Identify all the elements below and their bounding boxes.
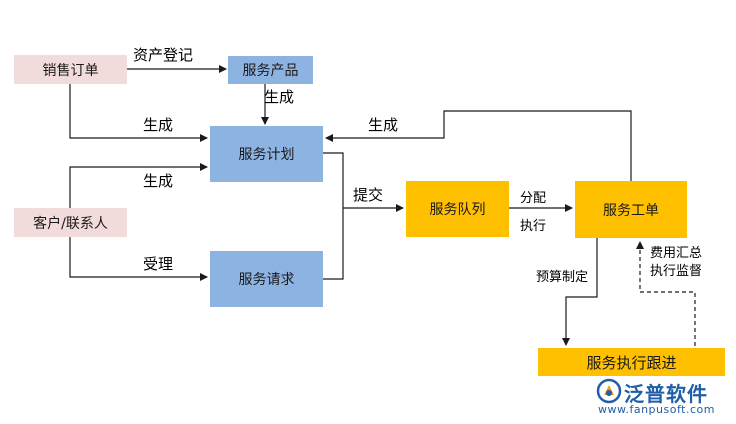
node-customer-contact: 客户/联系人 [14, 208, 127, 237]
label-cost-summary: 费用汇总 [650, 246, 703, 261]
edge-customer-to-plan [69, 163, 208, 208]
label-generate-customer: 生成 [143, 172, 174, 190]
brand-url: www.fanpusoft.com [598, 403, 715, 416]
label-budget: 预算制定 [536, 270, 589, 285]
node-work-order: 服务工单 [575, 181, 687, 238]
label-accept: 受理 [143, 255, 174, 273]
edge-followup-to-workorder [636, 241, 696, 346]
brand-watermark: 泛普软件 www.fanpusoft.com [596, 376, 726, 420]
node-service-product: 服务产品 [228, 56, 313, 84]
edge-request-merge [323, 208, 344, 280]
node-sales-order: 销售订单 [14, 55, 127, 84]
label-asset-register: 资产登记 [133, 46, 194, 64]
label-submit: 提交 [353, 186, 384, 204]
edge-order-to-plan [69, 84, 208, 142]
label-generate-order: 生成 [143, 116, 174, 134]
node-execution-followup: 服务执行跟进 [538, 348, 725, 376]
brand-name: 泛普软件 [624, 382, 708, 406]
label-generate-product: 生成 [264, 88, 295, 106]
edge-customer-to-request [69, 237, 208, 281]
node-service-request: 服务请求 [210, 251, 323, 307]
label-cost-monitor: 费用汇总 执行监督 [650, 245, 702, 281]
edge-workorder-to-followup [562, 238, 598, 346]
edge-plan-merge [323, 152, 344, 208]
node-service-queue: 服务队列 [406, 181, 509, 237]
label-exec-monitor: 执行监督 [650, 264, 703, 279]
brand-logo-icon [596, 378, 622, 404]
label-generate-workorder: 生成 [368, 116, 399, 134]
label-assign: 分配 [520, 191, 547, 206]
edge-workorder-to-plan [325, 110, 632, 181]
label-execute: 执行 [520, 219, 547, 234]
node-service-plan: 服务计划 [210, 126, 323, 182]
